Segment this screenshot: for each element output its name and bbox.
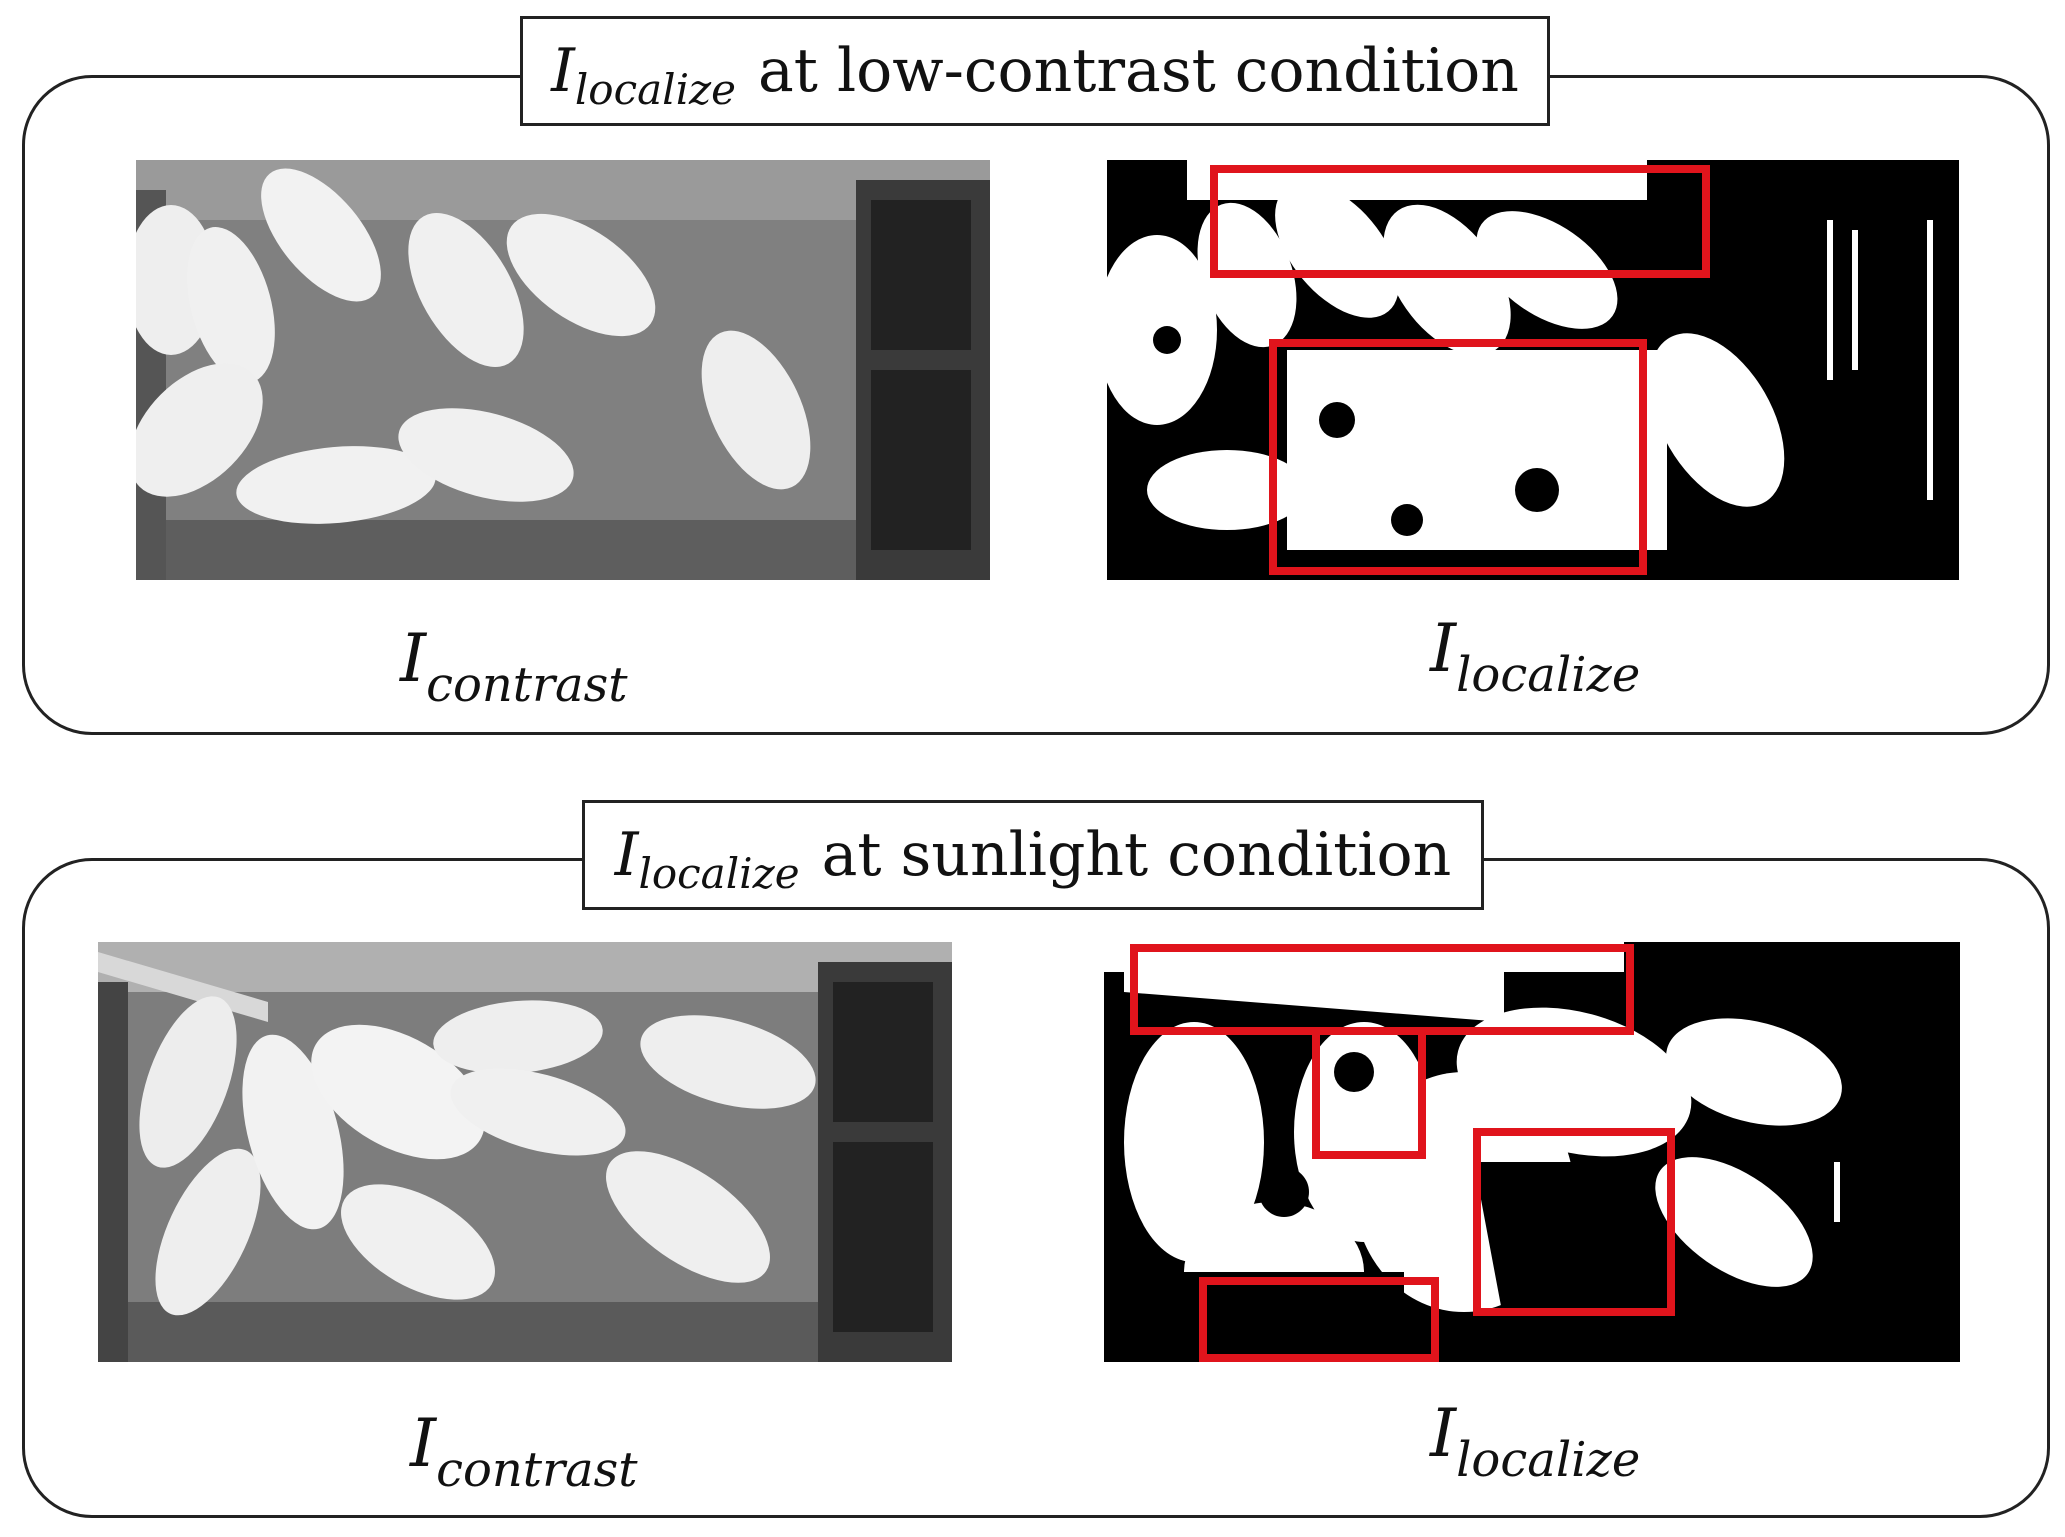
- title-symbol: I: [551, 36, 575, 106]
- red-box: [1269, 339, 1647, 575]
- label-subscript: contrast: [426, 657, 628, 713]
- localize-image-sunlight: [1104, 942, 1960, 1362]
- panel-title-sunlight: I localize at sunlight condition: [582, 800, 1484, 910]
- label-symbol: I: [1430, 1395, 1457, 1472]
- binary-mask-icon: [1104, 942, 1960, 1362]
- red-box: [1312, 1027, 1426, 1159]
- label-subscript: localize: [1456, 647, 1641, 703]
- contrast-image-sunlight: [98, 942, 952, 1362]
- title-subscript: localize: [638, 848, 800, 898]
- pig-pen-photo-icon: [136, 160, 990, 580]
- localize-label-sunlight: Ilocalize: [1430, 1395, 1640, 1488]
- pig-pen-photo-icon: [98, 942, 952, 1362]
- label-subscript: localize: [1456, 1432, 1641, 1488]
- contrast-label-low-contrast: Icontrast: [400, 620, 628, 713]
- contrast-image-low-contrast: [136, 160, 990, 580]
- panel-title-low-contrast: I localize at low-contrast condition: [520, 16, 1550, 126]
- red-box: [1199, 1277, 1439, 1362]
- label-subscript: contrast: [436, 1442, 638, 1498]
- red-box: [1473, 1128, 1675, 1316]
- localize-image-low-contrast: [1107, 160, 1959, 580]
- localize-label-low-contrast: Ilocalize: [1430, 610, 1640, 703]
- title-text: at sunlight condition: [821, 820, 1452, 890]
- label-symbol: I: [410, 1405, 437, 1482]
- title-subscript: localize: [574, 64, 736, 114]
- red-box: [1130, 944, 1634, 1035]
- title-text: at low-contrast condition: [758, 36, 1519, 106]
- title-symbol: I: [614, 820, 639, 890]
- label-symbol: I: [400, 620, 427, 697]
- label-symbol: I: [1430, 610, 1457, 687]
- red-box: [1210, 165, 1710, 278]
- binary-mask-icon: [1107, 160, 1959, 580]
- contrast-label-sunlight: Icontrast: [410, 1405, 638, 1498]
